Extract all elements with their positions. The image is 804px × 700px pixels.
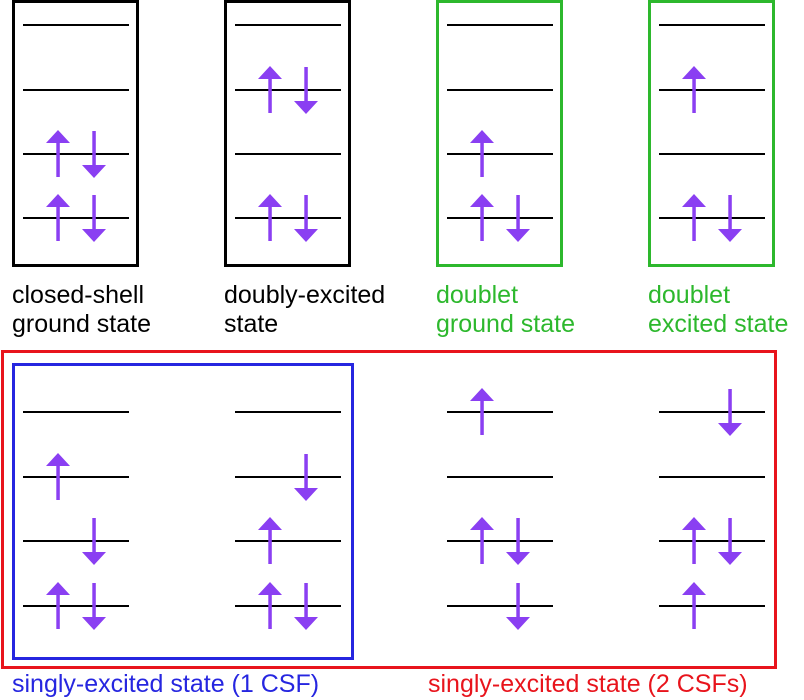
- doubly-excited-state-level-2-spin-down-arrow: [294, 67, 318, 114]
- caption-closed-shell-line2: ground state: [12, 310, 151, 338]
- singly-excited-1csf-a-level-3-spin-down-arrow: [82, 518, 106, 565]
- caption-doublet-excited: doublet excited state: [648, 281, 788, 339]
- doublet-ground-frame: [436, 0, 563, 267]
- doubly-excited-state-level-4-spin-up-arrow: [258, 194, 282, 241]
- doublet-ground-state-level-4-spin-up-arrow: [470, 194, 494, 241]
- caption-doubly-excited: doubly-excited state: [224, 281, 385, 339]
- doublet-ground-state-level-3-spin-up-arrow: [470, 130, 494, 177]
- doubly-excited-state-level-4-spin-down-arrow: [294, 195, 318, 242]
- singly-excited-2csf-a-level-3-spin-down-arrow: [506, 518, 530, 565]
- singly-excited-2csf-b-level-3-spin-up-arrow: [682, 517, 706, 564]
- caption-doublet-ground-line1: doublet: [436, 281, 519, 309]
- caption-closed-shell-line1: closed-shell: [12, 281, 145, 309]
- caption-closed-shell: closed-shell ground state: [12, 281, 151, 339]
- doublet-excited-state-level-4-spin-up-arrow: [682, 194, 706, 241]
- doubly-excited-frame: [224, 0, 351, 267]
- singly-excited-2csf-a-level-4-spin-down-arrow: [506, 583, 530, 630]
- doublet-ground-state-level-4-spin-down-arrow: [506, 195, 530, 242]
- caption-singly-excited-1csf: singly-excited state (1 CSF): [12, 670, 320, 698]
- closed-shell-ground-state-level-4-spin-down-arrow: [82, 195, 106, 242]
- closed-shell-ground-state-level-3-spin-up-arrow: [46, 130, 70, 177]
- singly-excited-1csf-frame: [12, 363, 354, 660]
- singly-excited-1csf-b-level-2-spin-down-arrow: [294, 454, 318, 501]
- doublet-excited-frame: [648, 0, 775, 267]
- doublet-excited-state-level-2-spin-up-arrow: [682, 66, 706, 113]
- caption-doubly-excited-line1: doubly-excited: [224, 281, 386, 309]
- singly-excited-1csf-b-level-4-spin-down-arrow: [294, 583, 318, 630]
- singly-excited-1csf-a-level-4-spin-down-arrow: [82, 583, 106, 630]
- caption-doubly-excited-line2: state: [224, 310, 279, 338]
- singly-excited-2csf-a-level-1-spin-up-arrow: [470, 388, 494, 435]
- closed-shell-ground-state-level-4-spin-up-arrow: [46, 194, 70, 241]
- caption-doublet-excited-line1: doublet: [648, 281, 731, 309]
- doublet-excited-state-level-4-spin-down-arrow: [718, 195, 742, 242]
- closed-shell-frame: [12, 0, 139, 267]
- singly-excited-1csf-b-level-3-spin-up-arrow: [258, 517, 282, 564]
- doubly-excited-state-level-2-spin-up-arrow: [258, 66, 282, 113]
- caption-doublet-ground: doublet ground state: [436, 281, 575, 339]
- singly-excited-2csfs-frame: [1, 350, 777, 669]
- singly-excited-1csf-a-level-2-spin-up-arrow: [46, 453, 70, 500]
- singly-excited-1csf-a-level-4-spin-up-arrow: [46, 582, 70, 629]
- singly-excited-2csf-b-level-1-spin-down-arrow: [718, 389, 742, 436]
- singly-excited-2csf-a-level-3-spin-up-arrow: [470, 517, 494, 564]
- caption-doublet-ground-line2: ground state: [436, 310, 575, 338]
- caption-doublet-excited-line2: excited state: [648, 310, 789, 338]
- singly-excited-2csf-b-level-3-spin-down-arrow: [718, 518, 742, 565]
- caption-singly-excited-2csfs: singly-excited state (2 CSFs): [428, 670, 748, 698]
- singly-excited-2csf-b-level-4-spin-up-arrow: [682, 582, 706, 629]
- closed-shell-ground-state-level-3-spin-down-arrow: [82, 131, 106, 178]
- singly-excited-1csf-b-level-4-spin-up-arrow: [258, 582, 282, 629]
